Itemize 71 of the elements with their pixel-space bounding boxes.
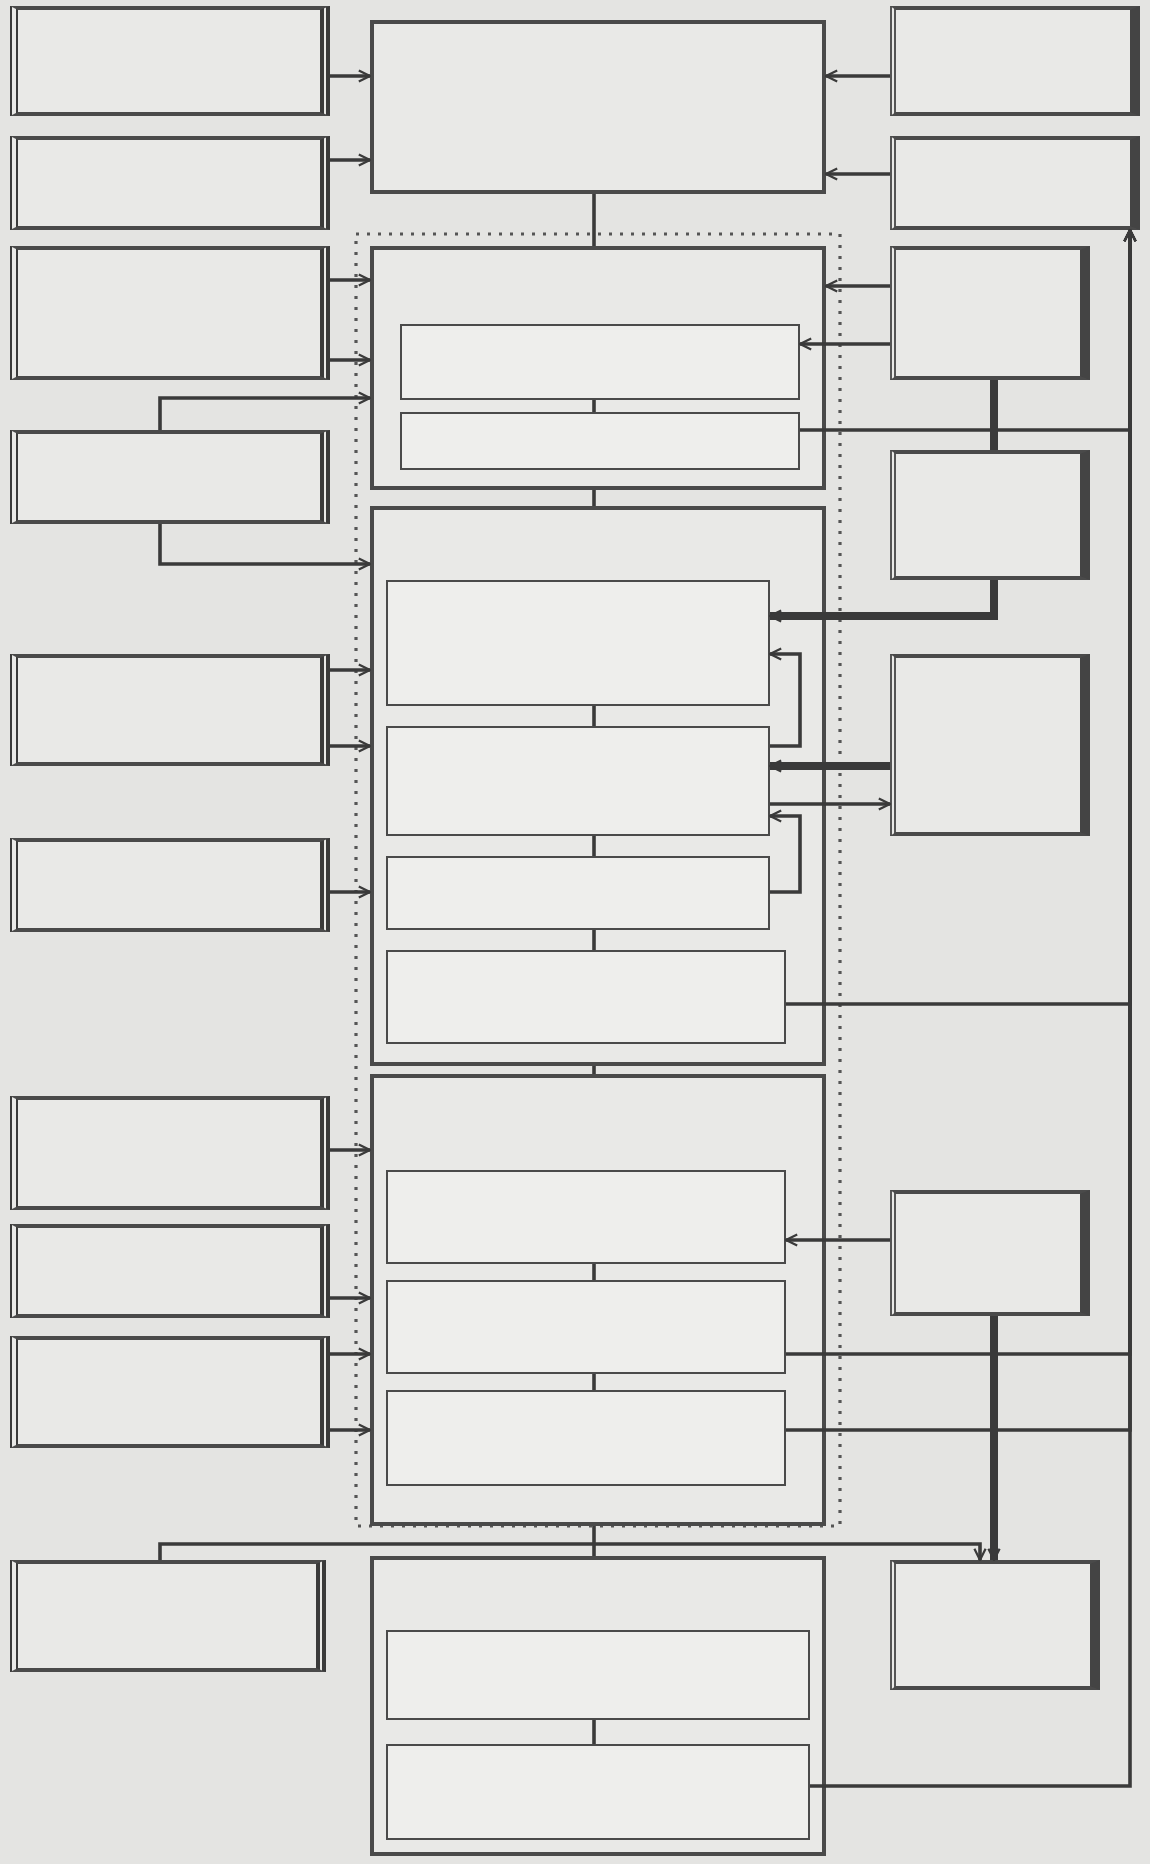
block-box bbox=[386, 1390, 786, 1486]
arrow bbox=[330, 739, 372, 753]
arrow bbox=[784, 1233, 890, 1247]
block-box bbox=[386, 726, 770, 836]
block-box bbox=[10, 838, 330, 932]
block-box bbox=[890, 6, 1140, 116]
block-box bbox=[400, 324, 800, 400]
arrow bbox=[824, 279, 890, 293]
block-box bbox=[890, 1190, 1090, 1316]
block-box bbox=[10, 654, 330, 766]
arrow bbox=[768, 647, 802, 748]
connector-line bbox=[592, 1720, 596, 1744]
connector-line bbox=[592, 1526, 596, 1556]
arrow bbox=[987, 1316, 1001, 1562]
connector-line bbox=[592, 706, 596, 726]
arrow bbox=[330, 353, 372, 367]
block-box bbox=[890, 1560, 1100, 1690]
arrow bbox=[158, 524, 372, 571]
arrow bbox=[330, 273, 372, 287]
connector-line bbox=[592, 194, 596, 246]
block-box bbox=[10, 1336, 330, 1448]
block-box bbox=[890, 654, 1090, 836]
block-box bbox=[890, 136, 1140, 230]
block-box bbox=[386, 856, 770, 930]
block-box bbox=[10, 1560, 326, 1672]
arrow bbox=[330, 663, 372, 677]
block-box bbox=[370, 1074, 826, 1526]
connector-line bbox=[592, 490, 596, 506]
arrow bbox=[330, 1423, 372, 1437]
block-box bbox=[370, 1556, 826, 1856]
block-box bbox=[890, 450, 1090, 580]
arrow bbox=[330, 1143, 372, 1157]
arrow bbox=[768, 809, 802, 894]
arrow bbox=[824, 69, 890, 83]
arrow bbox=[158, 391, 372, 430]
arrow bbox=[824, 167, 890, 181]
block-box bbox=[370, 506, 826, 1066]
block-box bbox=[386, 1630, 810, 1720]
connector-line bbox=[592, 1264, 596, 1280]
block-box bbox=[400, 412, 800, 470]
block-box bbox=[10, 136, 330, 230]
arrow bbox=[768, 759, 890, 773]
block-box bbox=[386, 1744, 810, 1840]
block-box bbox=[386, 1280, 786, 1374]
block-box bbox=[10, 430, 330, 524]
arrow bbox=[158, 1542, 987, 1562]
arrow bbox=[770, 797, 892, 811]
block-box bbox=[10, 6, 330, 116]
block-box bbox=[10, 1224, 330, 1318]
arrow bbox=[330, 69, 372, 83]
connector-line bbox=[592, 836, 596, 856]
arrow bbox=[330, 153, 372, 167]
block-box bbox=[370, 246, 826, 490]
arrow bbox=[810, 228, 1137, 1788]
block-box bbox=[386, 1170, 786, 1264]
arrow bbox=[330, 1291, 372, 1305]
block-box bbox=[10, 246, 330, 380]
block-box bbox=[386, 950, 786, 1044]
block-box bbox=[890, 246, 1090, 380]
connector-line bbox=[990, 380, 998, 450]
block-box bbox=[370, 20, 826, 194]
connector-line bbox=[592, 930, 596, 950]
block-box bbox=[386, 580, 770, 706]
connector-line bbox=[592, 1066, 596, 1074]
arrow bbox=[768, 580, 998, 623]
connector-line bbox=[592, 1374, 596, 1390]
arrow bbox=[330, 885, 372, 899]
arrow bbox=[798, 337, 890, 351]
connector-line bbox=[592, 400, 596, 412]
arrow bbox=[330, 1347, 372, 1361]
block-box bbox=[10, 1096, 330, 1210]
